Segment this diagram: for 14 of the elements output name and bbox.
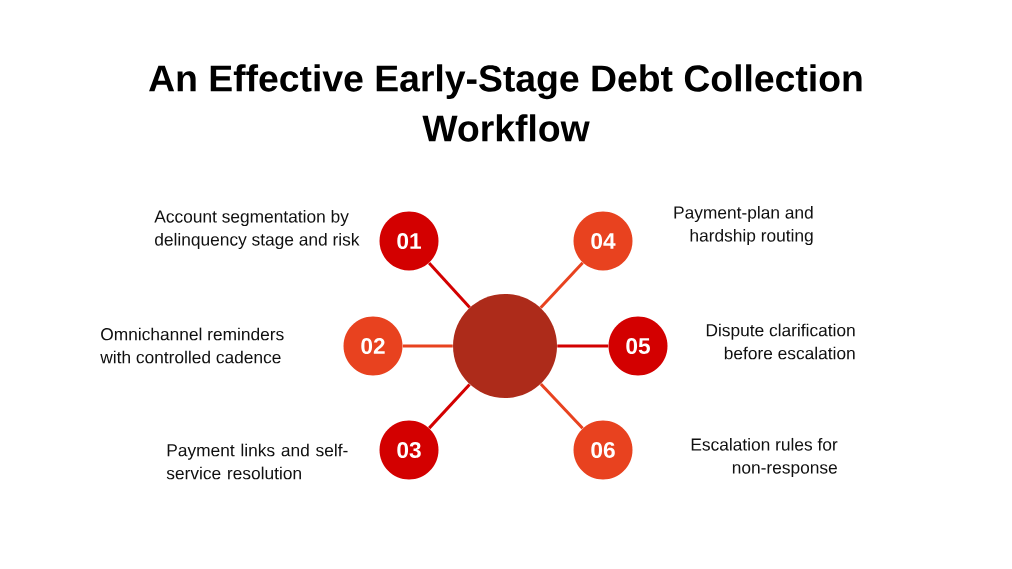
description-text: Dispute clarification before escalation bbox=[706, 323, 855, 360]
connector-line bbox=[539, 383, 584, 430]
description-text: Escalation rules for non-response bbox=[691, 437, 838, 478]
description-text: Omnichannel reminders with controlled cadence bbox=[100, 327, 284, 364]
description-text: Account segmentation by delinquency stage and risk bbox=[154, 209, 360, 250]
connector-line bbox=[402, 344, 453, 348]
title: An Effective Early-Stage Debt Collection Workflow bbox=[149, 64, 862, 142]
hub-circle bbox=[453, 294, 557, 398]
connector-line bbox=[557, 344, 609, 348]
description-text: Payment-plan and hardship routing bbox=[674, 205, 813, 246]
connector-line bbox=[428, 383, 471, 430]
connector-line bbox=[539, 261, 584, 309]
connector-line bbox=[428, 261, 471, 309]
description-text: Payment links and self-service resolution bbox=[166, 443, 348, 480]
